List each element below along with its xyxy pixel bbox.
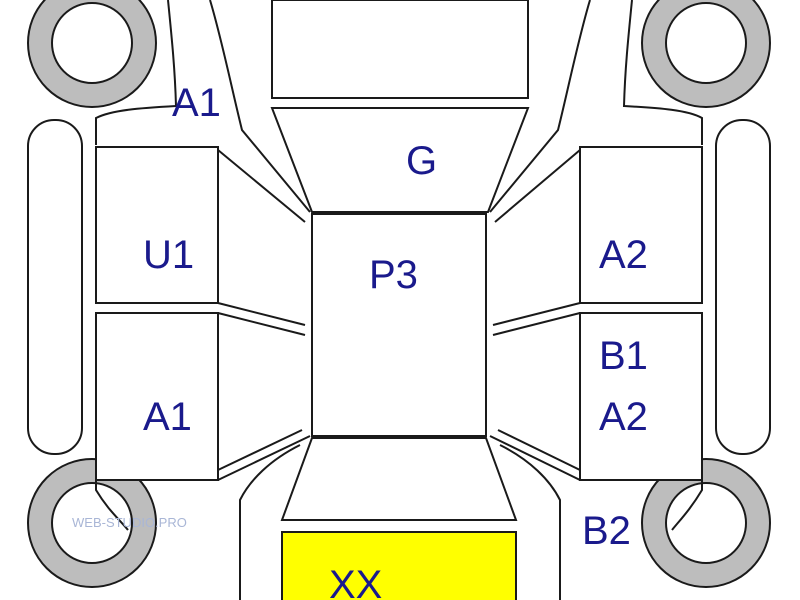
- right-sill-panel[interactable]: [715, 119, 771, 455]
- label-front-right-door: A2: [599, 233, 648, 277]
- label-front-left-door: U1: [143, 233, 194, 277]
- right-front-pillar-inner-line: [494, 149, 581, 223]
- rear-window-panel[interactable]: [280, 437, 518, 521]
- left-front-fender-line: [95, 0, 178, 145]
- roof-panel[interactable]: [311, 213, 487, 437]
- watermark-text: WEB-STUDIO.PRO: [72, 515, 187, 530]
- wheel-front-left-icon: [27, 0, 157, 108]
- hood-panel[interactable]: [270, 107, 530, 213]
- left-rear-quarter-line: [239, 444, 301, 600]
- right-front-fender-line: [622, 0, 703, 145]
- left-front-pillar-line: [209, 0, 311, 213]
- wheel-rear-left-icon: [27, 458, 157, 588]
- right-door-seam-line: [492, 302, 581, 326]
- front-left-door-panel[interactable]: [95, 146, 219, 304]
- wheel-rear-right-icon: [641, 458, 771, 588]
- label-trunk: XX: [329, 563, 382, 600]
- label-rear-right-door-top: B1: [599, 334, 648, 378]
- label-rear-left-door: A1: [143, 395, 192, 439]
- left-rear-pillar-inner-line: [217, 429, 303, 471]
- right-rear-fender-line: [671, 480, 703, 531]
- label-rear-right-door-bottom: A2: [599, 395, 648, 439]
- right-front-pillar-line: [489, 0, 591, 213]
- left-rear-pillar-line: [217, 435, 311, 481]
- left-rear-fender-line: [95, 480, 129, 531]
- label-front-left-fender: A1: [172, 81, 221, 125]
- left-sill-panel[interactable]: [27, 119, 83, 455]
- right-rear-pillar-inner-line: [497, 429, 581, 471]
- left-door-seam-inner-line: [217, 312, 306, 336]
- left-door-seam-line: [217, 302, 306, 326]
- trunk-panel[interactable]: [281, 531, 517, 600]
- front-right-door-panel[interactable]: [579, 146, 703, 304]
- rear-left-door-panel[interactable]: [95, 312, 219, 481]
- label-roof: P3: [369, 253, 418, 297]
- label-hood: G: [406, 139, 437, 183]
- right-rear-quarter-line: [499, 444, 561, 600]
- left-front-pillar-inner-line: [217, 149, 306, 223]
- right-rear-pillar-line: [489, 435, 581, 481]
- front-bumper-panel[interactable]: [271, 0, 529, 99]
- label-rear-right-fender: B2: [582, 509, 631, 553]
- rear-right-door-panel[interactable]: [579, 312, 703, 481]
- right-door-seam-inner-line: [492, 312, 581, 336]
- wheel-front-right-icon: [641, 0, 771, 108]
